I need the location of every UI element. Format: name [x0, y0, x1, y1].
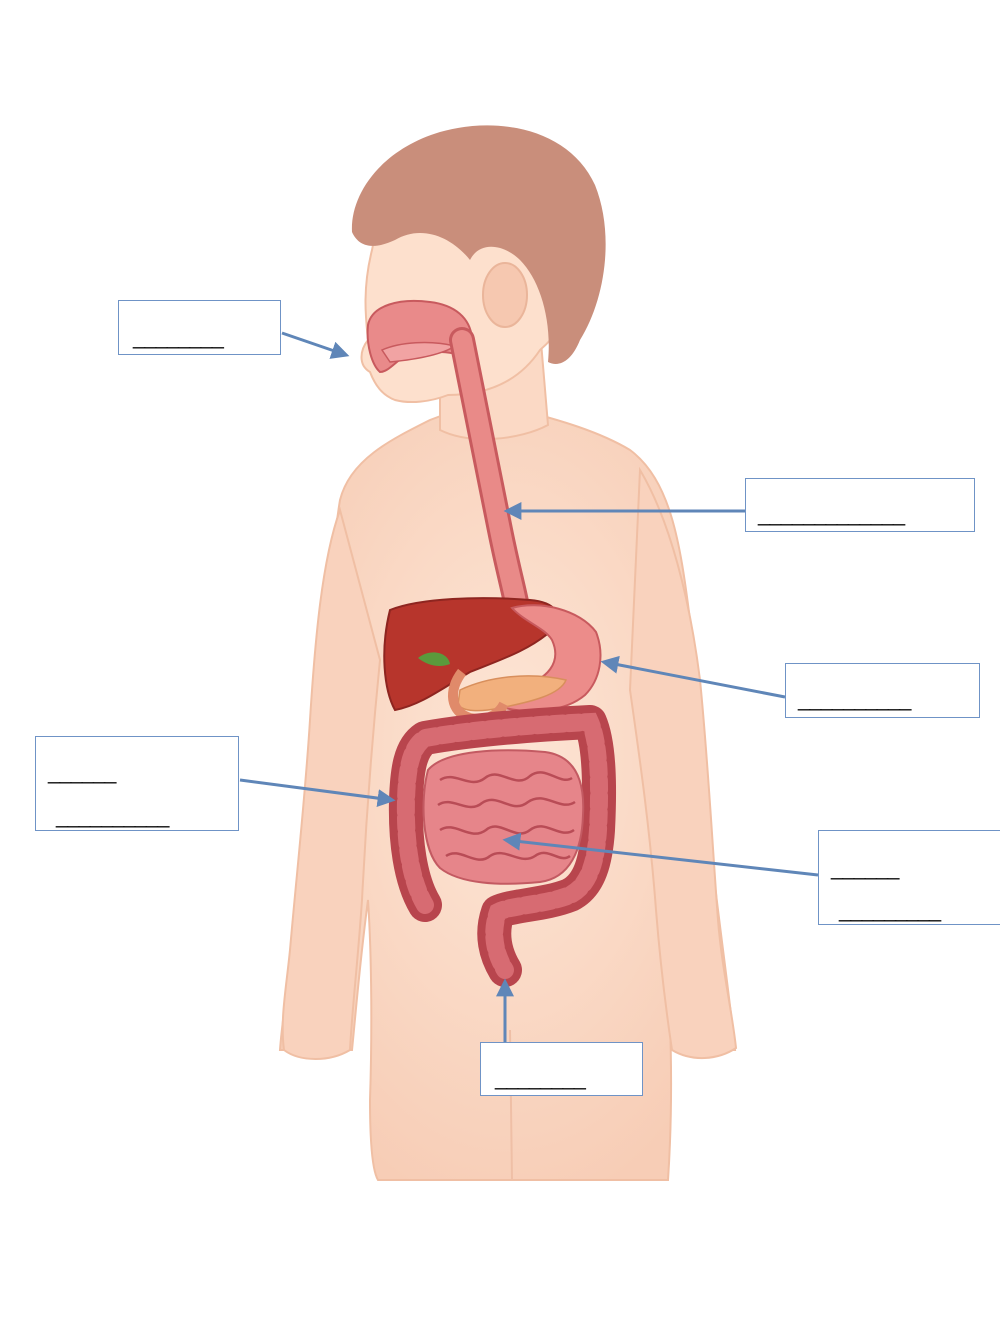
arrow-large-intestine: [239, 778, 396, 808]
right-arm: [628, 466, 738, 1060]
label-box-esophagus[interactable]: _____________: [745, 478, 975, 532]
arrow-small-intestine: [502, 832, 819, 877]
label-blank-line: ________: [133, 324, 224, 349]
small-intestine-coils: [437, 771, 576, 861]
label-box-mouth[interactable]: ________: [118, 300, 281, 355]
label-box-large-intestine[interactable]: ______ __________: [35, 736, 239, 831]
label-blank-line: ________: [495, 1065, 586, 1090]
label-box-stomach[interactable]: __________: [785, 663, 980, 718]
stomach-organ: [496, 604, 602, 713]
label-box-small-intestine[interactable]: ______ _________: [818, 830, 1000, 925]
label-box-rectum[interactable]: ________: [480, 1042, 643, 1096]
small-intestine-mass: [422, 749, 585, 885]
ear: [482, 262, 528, 328]
left-arm: [281, 506, 382, 1060]
digestive-organs: [366, 299, 617, 987]
esophagus-inner: [452, 330, 528, 622]
gallbladder: [418, 652, 450, 666]
label-blank-line-1: ______: [48, 759, 116, 784]
liver: [383, 597, 559, 712]
pancreas: [457, 675, 568, 712]
arrow-mouth: [281, 331, 350, 359]
label-blank-line-1: ______: [831, 855, 899, 880]
label-blank-line-2: __________: [56, 803, 169, 828]
arrow-stomach: [600, 655, 786, 699]
pointer-arrows: [239, 331, 819, 1042]
colon-highlight: [396, 712, 609, 979]
label-blank-line-2: _________: [839, 897, 941, 922]
label-blank-line: __________: [798, 686, 911, 711]
label-blank-line: _____________: [758, 501, 905, 526]
hair: [351, 125, 606, 364]
